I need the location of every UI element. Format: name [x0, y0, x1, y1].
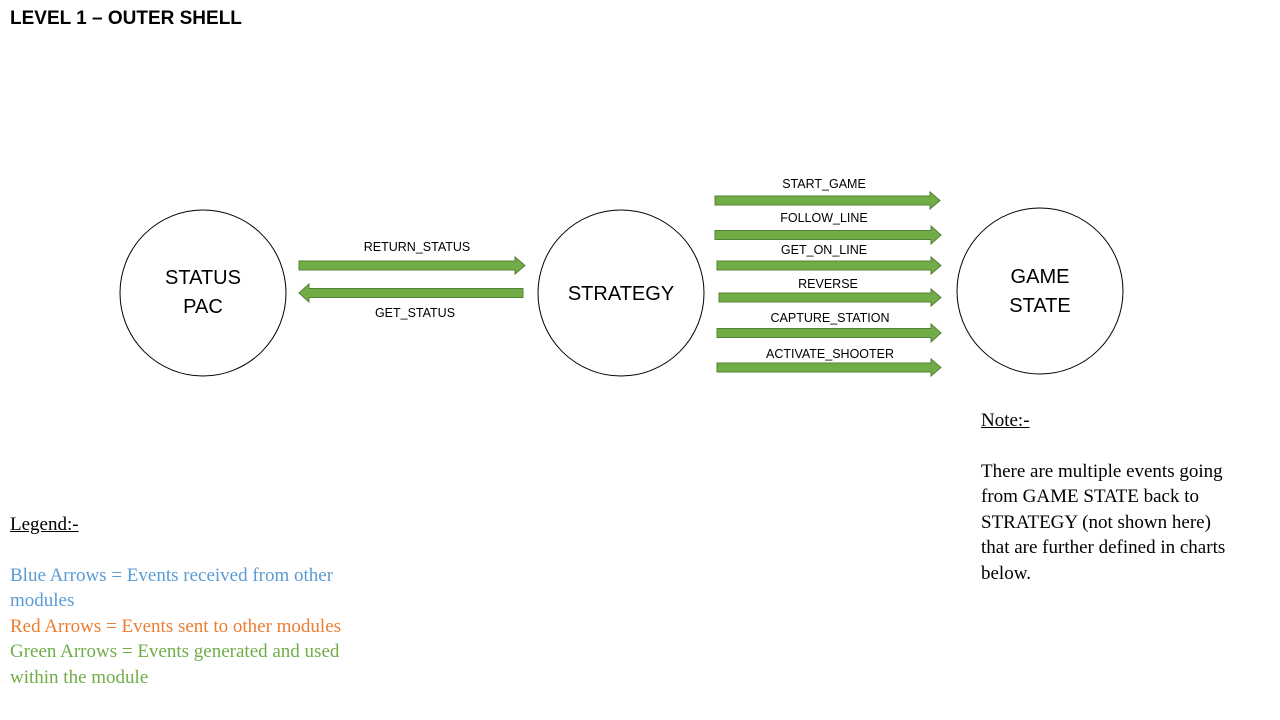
arrow-get-on-line: GET_ON_LINE: [716, 243, 942, 276]
legend-blue-arrows: Blue Arrows = Events received from other…: [10, 564, 334, 612]
arrow-start-game-label: START_GAME: [782, 177, 866, 191]
arrow-get-on-line-label: GET_ON_LINE: [781, 243, 867, 257]
note-box: Note:- There are multiple events going f…: [981, 408, 1231, 586]
arrow-reverse-shape: [718, 287, 942, 308]
note-body: There are multiple events going from GAM…: [981, 460, 1226, 584]
arrow-activate-shooter-shape: [716, 357, 942, 378]
arrow-activate-shooter-label: ACTIVATE_SHOOTER: [766, 347, 894, 361]
node-game-state: GAME STATE: [956, 207, 1124, 375]
arrow-capture-station-label: CAPTURE_STATION: [771, 311, 890, 325]
node-strategy-label: STRATEGY: [568, 283, 674, 305]
arrow-reverse: REVERSE: [718, 277, 942, 308]
node-strategy: STRATEGY: [537, 209, 705, 377]
legend-heading: Legend:-: [10, 514, 79, 535]
legend-green-arrows: Green Arrows = Events generated and used…: [10, 641, 340, 688]
legend-red-arrows: Red Arrows = Events sent to other module…: [10, 615, 342, 637]
arrow-activate-shooter: ACTIVATE_SHOOTER: [716, 347, 942, 378]
node-game-state-circle: [956, 207, 1124, 375]
node-strategy-circle: [537, 209, 705, 377]
arrow-capture-station-shape: [716, 322, 942, 344]
arrow-start-game-shape: [714, 190, 941, 211]
arrow-follow-line-label: FOLLOW_LINE: [780, 211, 868, 225]
node-game-state-label-2: STATE: [1009, 295, 1070, 317]
arrow-get-status: GET_STATUS: [298, 282, 524, 320]
arrow-start-game: START_GAME: [714, 177, 941, 211]
node-status-pac-label-2: PAC: [183, 296, 223, 318]
legend: Legend:- Blue Arrows = Events received f…: [10, 512, 350, 690]
node-status-pac-circle: [119, 209, 287, 377]
arrow-get-status-shape: [298, 282, 524, 304]
arrow-capture-station: CAPTURE_STATION: [716, 311, 942, 344]
page-title: LEVEL 1 – OUTER SHELL: [10, 8, 242, 29]
node-status-pac-label-1: STATUS: [165, 267, 241, 289]
node-game-state-label-1: GAME: [1011, 266, 1070, 288]
arrow-follow-line: FOLLOW_LINE: [714, 211, 942, 246]
arrow-get-status-label: GET_STATUS: [375, 306, 455, 320]
arrow-return-status: RETURN_STATUS: [298, 240, 526, 276]
node-status-pac: STATUS PAC: [119, 209, 287, 377]
arrow-follow-line-shape: [714, 224, 942, 246]
arrow-reverse-label: REVERSE: [798, 277, 858, 291]
arrow-get-on-line-shape: [716, 255, 942, 276]
arrow-return-status-shape: [298, 255, 526, 276]
note-heading: Note:-: [981, 410, 1030, 431]
arrow-return-status-label: RETURN_STATUS: [364, 240, 471, 254]
